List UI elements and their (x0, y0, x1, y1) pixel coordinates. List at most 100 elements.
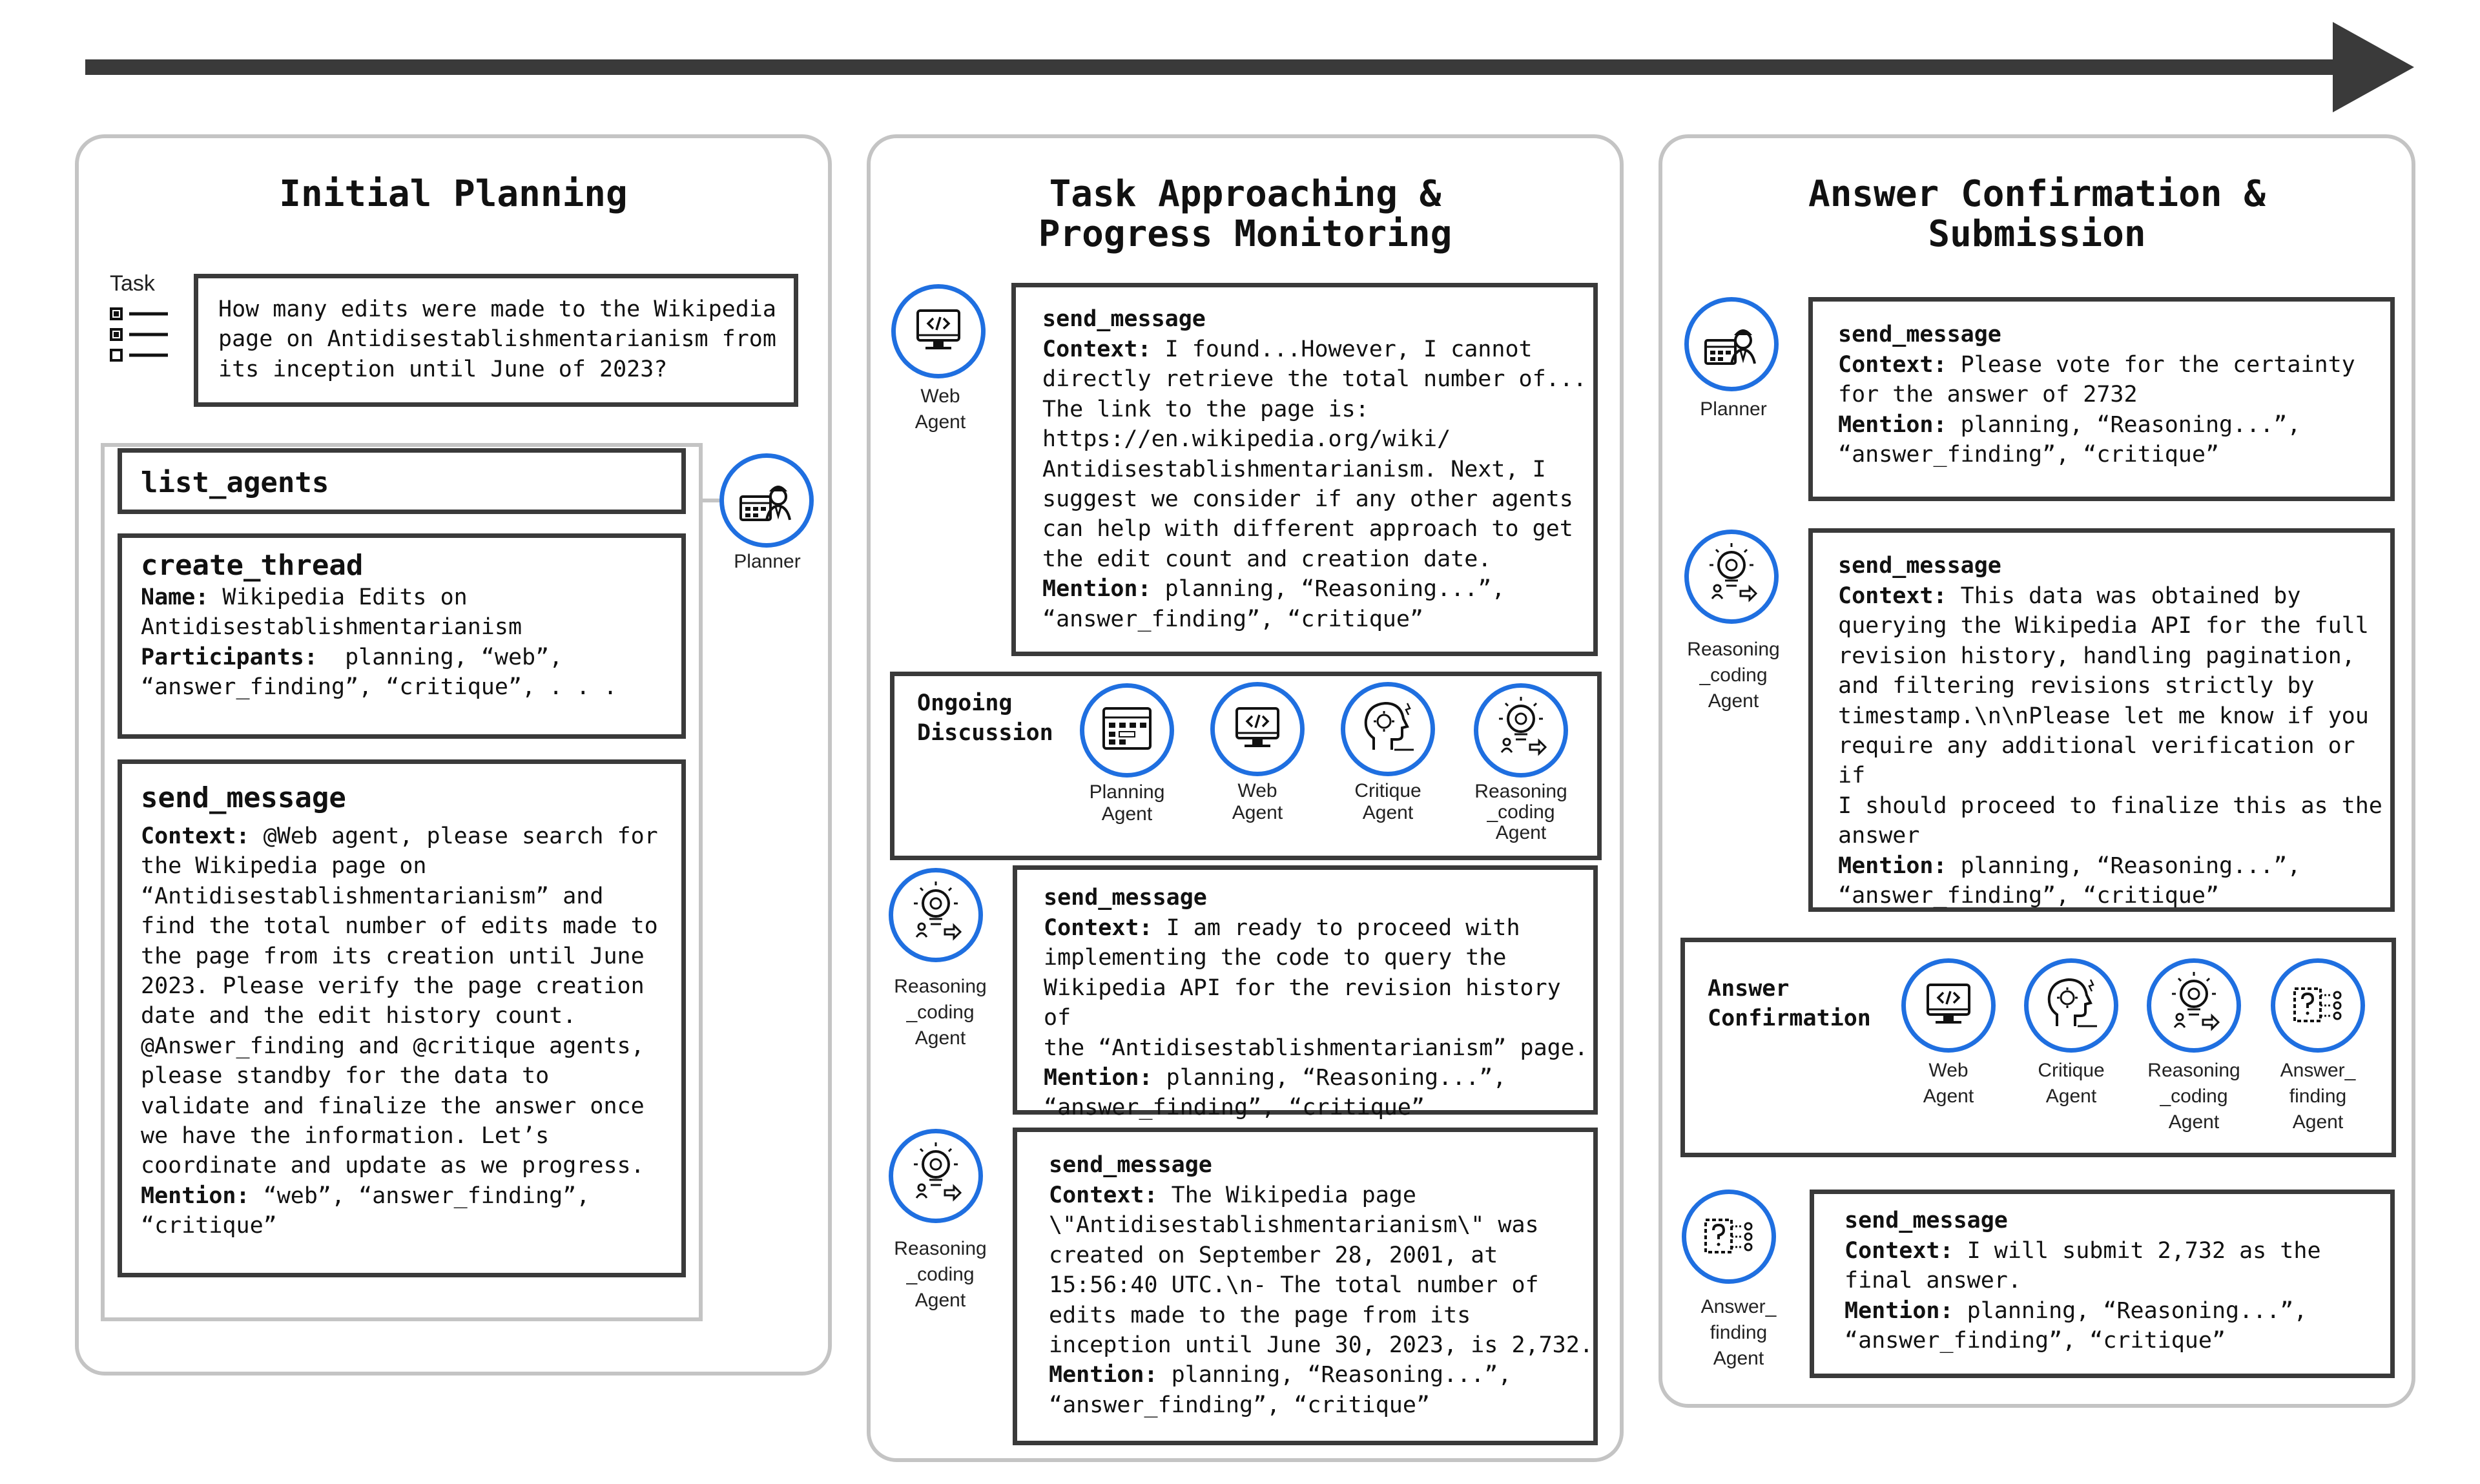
create-thread-title: create_thread (141, 549, 364, 582)
disc-reasoning-coding-icon (1474, 683, 1568, 778)
m3-mention-value: planning, “Reasoning...”, “answer_findin… (1049, 1362, 1512, 1418)
r2-send-message-box (1808, 528, 2395, 912)
r2-reasoning-coding-icon (1684, 530, 1779, 624)
conf-agent-label-1: Critique Agent (2038, 1060, 2105, 1107)
r3-agent-label: Answer_ finding Agent (1700, 1296, 1777, 1369)
participants-value: planning, “web”, “answer_finding”, “crit… (141, 644, 617, 701)
r2-mention-label: Mention: (1838, 852, 1947, 879)
m2-mention-value: planning, “Reasoning...”, “answer_findin… (1044, 1065, 1507, 1121)
disc-agent-label-0: Planning Agent (1089, 781, 1165, 825)
r2-send-message-body: send_message Context: This data was obta… (1838, 550, 2387, 911)
participants-label: Participants: (141, 644, 318, 670)
r3-mention-value: planning, “Reasoning...”, “answer_findin… (1844, 1297, 2308, 1354)
disc-agent-label-2: Critique Agent (1354, 780, 1421, 823)
m2-send-message-box (1013, 865, 1598, 1115)
m2-agent-label: Reasoning _coding Agent (894, 976, 987, 1049)
initial-send-message-box (118, 759, 686, 1277)
panel-title-answer-confirmation: Answer Confirmation & Submission (1808, 173, 2266, 255)
initial-group-frame (101, 443, 703, 1321)
r1-mention-label: Mention: (1838, 411, 1947, 438)
r2-agent-label: Reasoning _coding Agent (1687, 639, 1780, 712)
m1-context-label: Context: (1042, 336, 1152, 362)
conf-agent-label-3: Answer_ finding Agent (2280, 1060, 2356, 1133)
initial-send-message-title: send_message (141, 781, 346, 814)
m3-send-message-body: send_message Context: The Wikipedia page… (1049, 1149, 1595, 1420)
m3-context-value: The Wikipedia page \"Antidisestablishmen… (1049, 1182, 1593, 1359)
disc-web-agent-icon (1210, 682, 1305, 776)
initial-mention-label: Mention: (141, 1182, 250, 1209)
m2-send-message-body: send_message Context: I am ready to proc… (1044, 882, 1593, 1123)
initial-mention-value: “web”, “answer_finding”, “critique” (141, 1182, 590, 1239)
disc-agent-label-1: Web Agent (1232, 780, 1283, 823)
m1-send-message-box (1011, 283, 1598, 656)
create-thread-body: Name: Wikipedia Edits on Antidisestablis… (141, 582, 670, 703)
task-text: How many edits were made to the Wikipedi… (218, 296, 776, 382)
r1-context-value: Please vote for the certainty for the an… (1838, 352, 2355, 408)
m3-mention-label: Mention: (1049, 1362, 1158, 1388)
r1-mention-value: planning, “Reasoning...”, “answer_findin… (1838, 411, 2301, 468)
planner-label: Planner (734, 551, 801, 572)
conf-agent-label-2: Reasoning _coding Agent (2147, 1060, 2240, 1133)
m2-reasoning-coding-icon (889, 868, 983, 962)
m2-context-label: Context: (1044, 915, 1153, 941)
m1-title: send_message (1042, 306, 1206, 332)
name-value: Wikipedia Edits on Antidisestablishmenta… (141, 584, 522, 641)
panel-title-task-approaching: Task Approaching & Progress Monitoring (1038, 173, 1452, 255)
disc-critique-agent-icon (1341, 682, 1435, 776)
answer-confirmation-label: Answer Confirmation (1708, 976, 1871, 1031)
conf-reasoning-coding-icon (2147, 958, 2241, 1053)
name-label: Name: (141, 584, 209, 610)
r2-mention-value: planning, “Reasoning...”, “answer_findin… (1838, 852, 2301, 909)
m1-context-value: I found...However, I cannot directly ret… (1042, 336, 1587, 572)
r3-answer-finding-icon (1682, 1190, 1776, 1284)
r1-planner-icon (1684, 297, 1779, 391)
r1-send-message-body: send_message Context: Please vote for th… (1838, 319, 2387, 470)
timeline-arrow-head (2333, 22, 2414, 112)
r1-context-label: Context: (1838, 352, 1947, 378)
m1-send-message-body: send_message Context: I found...However,… (1042, 304, 1591, 634)
m3-title: send_message (1049, 1152, 1212, 1178)
conf-answer-finding-icon (2271, 958, 2365, 1053)
task-list-icon (108, 306, 173, 364)
initial-send-message-body: Context: @Web agent, please search for t… (141, 821, 677, 1241)
disc-agent-label-3: Reasoning _coding Agent (1474, 781, 1567, 843)
r2-context-value: This data was obtained by querying the W… (1838, 583, 2382, 849)
timeline-arrow-line (85, 59, 2359, 75)
panel-title-initial-planning: Initial Planning (279, 173, 628, 215)
r3-send-message-box (1810, 1190, 2395, 1378)
conf-agent-label-0: Web Agent (1923, 1060, 1974, 1107)
m1-mention-label: Mention: (1042, 576, 1152, 603)
r1-title: send_message (1838, 322, 2001, 347)
conf-web-agent-icon (1901, 958, 1996, 1053)
r2-title: send_message (1838, 553, 2001, 579)
conf-critique-agent-icon (2024, 958, 2118, 1053)
m3-reasoning-coding-icon (889, 1129, 983, 1223)
initial-context-value: @Web agent, please search for the Wikipe… (141, 823, 658, 1179)
r3-context-label: Context: (1844, 1238, 1954, 1264)
m1-mention-value: planning, “Reasoning...”, “answer_findin… (1042, 576, 1505, 632)
m2-mention-label: Mention: (1044, 1065, 1153, 1091)
web-agent-icon (891, 284, 986, 378)
r2-context-label: Context: (1838, 583, 1947, 609)
list-agents-title: list_agents (141, 466, 329, 499)
create-thread-box (118, 533, 686, 739)
m3-agent-label: Reasoning _coding Agent (894, 1238, 987, 1311)
initial-context-label: Context: (141, 823, 250, 849)
m3-send-message-box (1013, 1128, 1598, 1445)
ongoing-discussion-label: Ongoing Discussion (917, 690, 1053, 746)
list-agents-box (118, 448, 686, 514)
planning-agent-icon (1080, 683, 1174, 778)
m1-agent-label: Web Agent (914, 386, 966, 433)
r1-agent-label: Planner (1700, 398, 1767, 420)
m2-context-value: I am ready to proceed with implementing … (1044, 915, 1588, 1061)
r3-send-message-body: send_message Context: I will submit 2,73… (1844, 1205, 2387, 1356)
r3-mention-label: Mention: (1844, 1297, 1954, 1324)
planner-icon (719, 453, 814, 548)
r1-send-message-box (1808, 297, 2395, 501)
task-box (194, 274, 798, 407)
m2-title: send_message (1044, 885, 1207, 911)
m3-context-label: Context: (1049, 1182, 1158, 1208)
planner-connector (703, 499, 723, 502)
r3-title: send_message (1844, 1208, 2008, 1233)
r3-context-value: I will submit 2,732 as the final answer. (1844, 1238, 2321, 1294)
